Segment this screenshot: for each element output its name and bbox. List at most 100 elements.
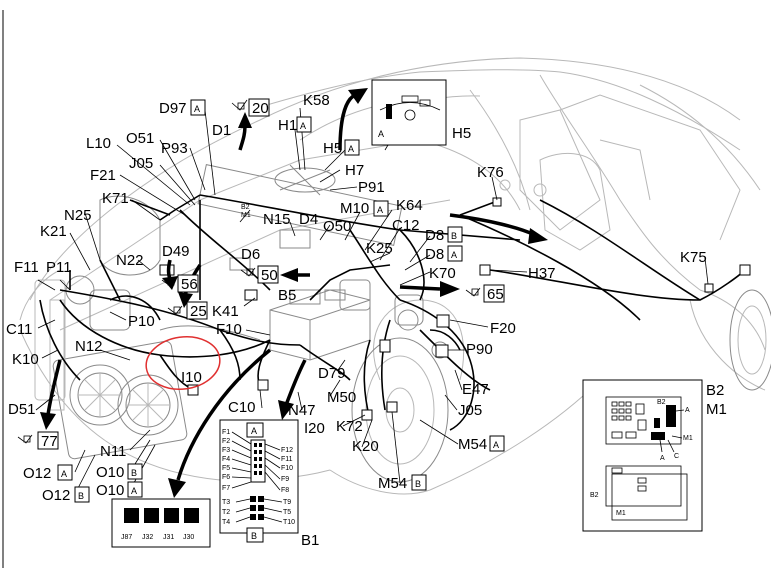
inset-bottom-m1-label: M1 [616,510,626,517]
inset-b2-a-label: A [685,407,690,414]
label-m54b: M54 [378,475,407,492]
ref-25-icon: 25 [167,301,208,320]
label-k75: K75 [680,249,707,266]
relay-j32: J32 [142,534,153,541]
label-e47: E47 [462,381,489,398]
label-d8a: D8 [425,227,444,244]
inset-b2-m1: B2 A M1 A C B2 M1 [582,379,703,532]
label-p91: P91 [358,179,385,196]
label-c10: C10 [228,399,256,416]
label-k70: K70 [429,265,456,282]
label-m10: M10 [340,200,369,217]
label-d8b-box: A [451,250,457,260]
label-k21: K21 [40,223,67,240]
ref-20-icon: 20 [231,98,270,117]
label-o10b: O10 [96,482,124,499]
label-d8b: D8 [425,246,444,263]
label-k71: K71 [102,190,129,207]
label-k64: K64 [396,197,423,214]
label-h37: H37 [528,265,556,282]
label-m54a-box: A [493,440,499,450]
fuse-f11: F11 [281,456,293,463]
label-o10b-box: A [131,486,137,496]
fuse-f10: F10 [281,465,293,472]
ref-50-icon: 50 [240,265,279,284]
pointer-arrows [40,88,548,498]
fuse-f7: F7 [222,485,230,492]
label-d79: D79 [318,365,346,382]
connectors [159,197,751,421]
relay-box: J87 J32 J31 J30 [111,498,211,548]
rear-wheel [729,289,771,391]
label-d6: D6 [241,246,260,263]
fuse-t4: T4 [222,519,230,526]
label-f20: F20 [490,320,516,337]
relay-j30: J30 [183,534,194,541]
label-k10: K10 [12,351,39,368]
label-d97: D97 [159,100,187,117]
label-c11: C11 [6,321,32,338]
label-p90: P90 [466,341,493,358]
fuse-t2: T2 [222,509,230,516]
fusebox-bottom-label: B [251,531,257,541]
ref-56-icon: 56 [161,274,199,293]
label-b1: B1 [301,532,319,549]
label-n11: N11 [100,443,126,460]
label-i20: I20 [304,420,325,437]
fuse-f3: F3 [222,447,230,454]
label-h1-box: A [300,121,306,131]
label-p93: P93 [161,140,188,157]
fuse-t10: T10 [283,519,295,526]
label-n15: N15 [263,211,291,228]
wiring-harness [39,194,746,431]
connector-refs: 20 56 50 25 65 77 [17,98,505,450]
label-k20: K20 [352,438,379,455]
label-l10: L10 [86,135,111,152]
fuse-f1: F1 [222,429,230,436]
fuse-t9: T9 [283,499,291,506]
label-d49: D49 [162,243,190,260]
label-m10-box: A [377,205,383,215]
label-n47: N47 [288,402,316,419]
label-i10: I10 [181,369,202,386]
label-n12: N12 [75,338,103,355]
label-m1: M1 [706,401,727,418]
label-d1: D1 [212,122,231,139]
inset-m1-label: M1 [683,435,693,442]
fuse-t3: T3 [222,499,230,506]
fuse-f8: F8 [281,487,289,494]
fuse-f6: F6 [222,474,230,481]
ref-20: 20 [252,100,269,117]
label-h5: H5 [452,125,471,142]
ref-65: 65 [487,286,504,303]
label-j05b: J05 [458,402,482,419]
label-m1-small: M1 [241,212,251,219]
label-d4: D4 [299,211,318,228]
ref-65-icon: 65 [465,284,505,303]
label-k58: K58 [303,92,330,109]
label-h1: H1 [278,117,297,134]
label-o12b-box: B [78,491,84,501]
label-b2-small: B2 [241,204,250,211]
relay-j87: J87 [121,534,132,541]
relay-j31: J31 [163,534,174,541]
label-b5: B5 [278,287,296,304]
inset-b2-label: B2 [657,399,666,406]
fuse-f12: F12 [281,447,293,454]
component-labels: D97 A K58 D1 H1 A H5 A H5 H7 P91 K64 M10… [6,92,727,549]
inset-b2-a2-label: A [660,455,665,462]
label-f11: F11 [14,259,39,276]
ref-25: 25 [190,303,207,320]
ref-56: 56 [181,276,198,293]
label-f21: F21 [90,167,116,184]
label-k41: K41 [212,303,239,320]
fuse-f5: F5 [222,465,230,472]
highlight-circle [145,335,221,391]
label-d51: D51 [8,401,36,418]
label-c12: C12 [392,217,420,234]
label-j05: J05 [129,155,153,172]
fuse-f4: F4 [222,456,230,463]
ref-50: 50 [261,267,278,284]
label-o51: O51 [126,130,154,147]
